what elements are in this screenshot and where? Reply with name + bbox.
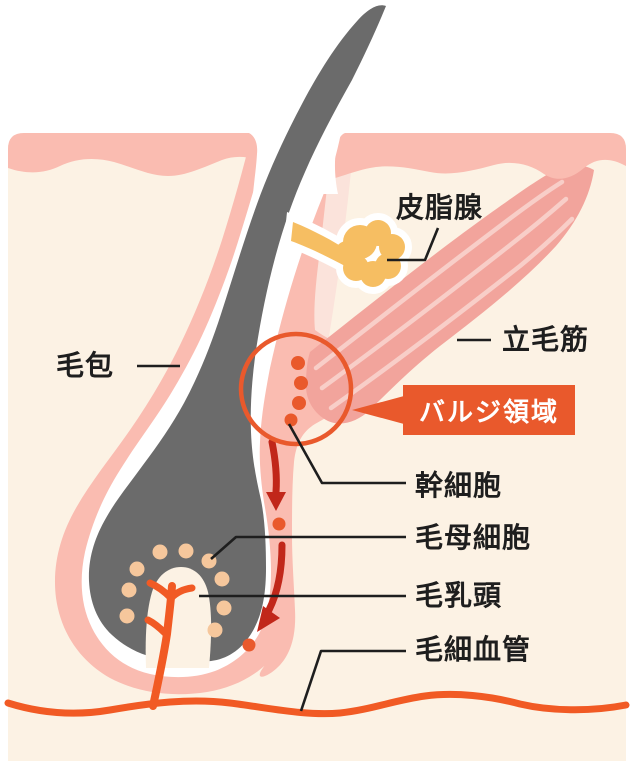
hair-shaft — [88, 5, 387, 662]
capillary-branch-right — [167, 584, 196, 602]
leader-stem-cell — [287, 423, 406, 485]
badge-text: バルジ領域 — [418, 396, 559, 427]
migration-arrow-head — [257, 606, 280, 632]
stem-cell-dot — [291, 356, 305, 370]
stem-cell-dot — [284, 413, 298, 427]
leader-matrix-cell — [210, 535, 406, 560]
label-papilla: 毛乳頭 — [415, 580, 503, 611]
leader-sebaceous-gland — [387, 227, 440, 262]
stem-cell-dot — [294, 376, 308, 390]
label-hair-follicle: 毛包 — [56, 350, 115, 381]
muscle-stripe — [328, 216, 575, 411]
matrix-cell — [121, 582, 137, 598]
capillary-branch-twig — [144, 616, 170, 638]
label-sebaceous-gland: 皮脂腺 — [396, 192, 484, 223]
leader-capillary — [299, 649, 406, 712]
migration-arrow-head — [266, 492, 286, 511]
migration-arrow-shaft — [268, 438, 280, 496]
stem-cell-dot — [292, 396, 306, 410]
muscle-stripe — [319, 196, 569, 391]
matrix-cell — [178, 543, 194, 559]
gland-duct — [291, 222, 347, 266]
capillary-wavy-line — [4, 690, 630, 718]
matrix-cell — [129, 561, 145, 577]
matrix-cell — [207, 622, 223, 638]
label-arrector-pili: 立毛筋 — [502, 324, 590, 355]
migration-arrows — [242, 438, 286, 652]
migrating-cell-dot — [242, 638, 256, 652]
bulge-circle — [238, 331, 354, 447]
label-matrix-cell: 毛母細胞 — [415, 522, 532, 553]
muscle-stripe — [313, 179, 565, 371]
label-capillary: 毛細血管 — [415, 634, 532, 665]
matrix-cell — [119, 608, 135, 624]
arrector-pili-muscle — [306, 165, 594, 424]
matrix-cell-dots — [119, 543, 232, 638]
migrating-cell-dot — [272, 517, 286, 531]
gland-body — [291, 220, 405, 287]
stem-cell-dots — [284, 356, 308, 427]
badge-pointer-icon — [352, 396, 404, 424]
label-stem-cell: 幹細胞 — [415, 470, 503, 501]
matrix-cell — [152, 544, 168, 560]
leader-lines — [137, 227, 491, 712]
migration-arrow-shaft — [265, 541, 286, 614]
matrix-cell — [216, 600, 232, 616]
bulge-region-badge: バルジ領域 — [352, 385, 575, 435]
sebaceous-gland — [283, 211, 412, 294]
capillary-vessel — [4, 579, 630, 718]
matrix-cell — [214, 571, 230, 587]
